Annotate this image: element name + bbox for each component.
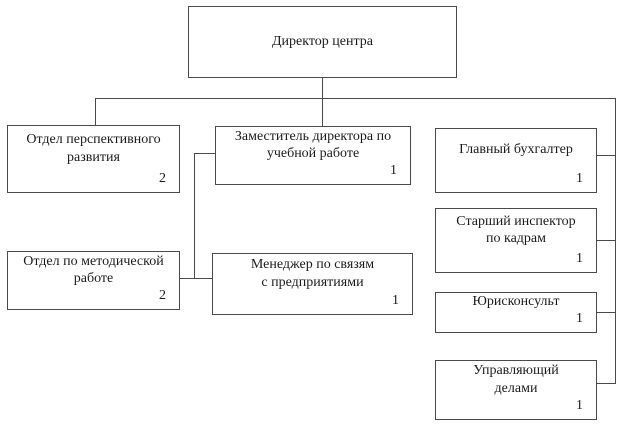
org-node-director: Директор центра (188, 6, 457, 78)
org-node-dept-methodical-work: Отдел по методической работе 2 (7, 251, 180, 310)
connector-stub-deputy-left (194, 153, 215, 154)
org-node-label: Менеджер по связям с предприятиями (250, 257, 375, 290)
org-node-headcount: 1 (390, 163, 397, 178)
connector-drop-right (615, 98, 616, 384)
org-node-label: Юрисконсульт (472, 294, 560, 310)
org-node-deputy-director-education: Заместитель директора по учебной работе … (215, 126, 411, 185)
org-node-legal-counsel: Юрисконсульт 1 (435, 292, 597, 333)
connector-stub-chief-accountant (597, 155, 616, 156)
connector-stub-senior-inspector (597, 240, 616, 241)
org-node-headcount: 1 (576, 311, 583, 326)
connector-drop-left (95, 98, 96, 125)
org-node-headcount: 2 (159, 171, 166, 186)
org-node-label: Главный бухгалтер (459, 142, 573, 158)
org-node-label: Заместитель директора по учебной работе (234, 128, 392, 162)
connector-stub-legal-counsel (597, 312, 616, 313)
org-node-chief-accountant: Главный бухгалтер 1 (435, 128, 597, 193)
org-node-headcount: 1 (576, 398, 583, 413)
connector-methodical-manager (180, 278, 213, 279)
org-node-headcount: 1 (392, 293, 399, 308)
org-node-label: Старший инспектор по кадрам (456, 213, 576, 247)
connector-stub-business-manager (597, 383, 616, 384)
connector-director-to-deputy (322, 77, 323, 126)
connector-deputy-down (194, 153, 195, 279)
connector-main-horizontal (95, 98, 616, 99)
org-node-senior-hr-inspector: Старший инспектор по кадрам 1 (435, 208, 597, 273)
org-node-business-manager: Управляющий делами 1 (435, 360, 597, 420)
org-node-label: Отдел по методической работе (23, 253, 164, 287)
org-node-headcount: 1 (576, 171, 583, 186)
org-node-label: Управляющий делами (473, 363, 559, 396)
org-node-label: Отдел перспективного развития (26, 132, 161, 165)
org-node-director-label: Директор центра (271, 34, 373, 50)
org-node-headcount: 2 (159, 288, 166, 303)
org-node-dept-perspective-development: Отдел перспективного развития 2 (7, 125, 180, 193)
org-node-enterprise-relations-manager: Менеджер по связям с предприятиями 1 (212, 253, 413, 315)
org-node-headcount: 1 (576, 251, 583, 266)
